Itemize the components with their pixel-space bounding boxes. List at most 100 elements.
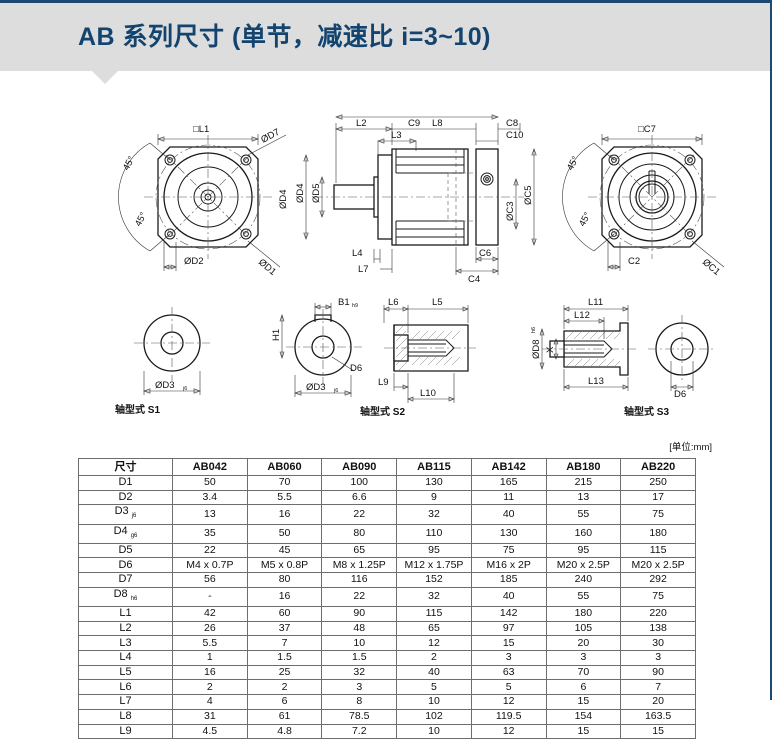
row-label-d5: D5 <box>78 542 173 559</box>
label-d3-sub-s2: j6 <box>333 388 338 394</box>
technical-drawings-area: □L1 ØD7 ØD1 ØD4 45° 45° <box>0 91 770 441</box>
label-angle-bottom: 45° <box>133 210 150 228</box>
cell: 55 <box>545 504 622 525</box>
label-l8: L8 <box>432 118 443 129</box>
cell: 1 <box>172 650 248 666</box>
shaft-type-s2: B1 h9 H1 D6 ØD3 j6 <box>268 295 488 418</box>
label-d7: ØD7 <box>259 127 281 146</box>
row-label-text: L3 <box>119 636 132 649</box>
cell: 3.4 <box>172 489 248 506</box>
cell: M8 x 1.25P <box>321 557 398 574</box>
cell: 116 <box>321 572 398 588</box>
page-title: AB 系列尺寸 (单节，减速比 i=3~10) <box>78 23 491 51</box>
cell: 240 <box>545 572 622 588</box>
label-c7: □C7 <box>638 124 656 135</box>
cell: 15 <box>545 723 622 739</box>
row-label-l3: L3 <box>78 635 173 652</box>
row-label-text: L8 <box>119 710 132 723</box>
cell: 8 <box>321 694 398 710</box>
row-label-text: D1 <box>118 476 133 489</box>
label-l6: L6 <box>388 297 399 308</box>
cell: 115 <box>620 542 696 559</box>
label-d2: ØD2 <box>184 256 204 267</box>
shaft-type-s3: L11 L12 ØD8 h6 X <box>516 295 731 418</box>
cell: 130 <box>396 475 472 491</box>
cell: 130 <box>470 523 547 544</box>
cell: 185 <box>470 572 547 588</box>
cell: 152 <box>396 572 472 588</box>
label-angle-top-rear: 45° <box>565 154 582 172</box>
cell: 138 <box>620 620 696 637</box>
label-b1-sub: h9 <box>352 303 358 309</box>
label-l11: L11 <box>588 297 603 308</box>
header-ab115: AB115 <box>396 458 472 476</box>
cell: 7.2 <box>321 723 398 739</box>
cell: 56 <box>172 572 248 588</box>
cell: 70 <box>246 475 323 491</box>
unit-note: [单位:mm] <box>669 442 712 453</box>
shaft-s3-caption: 轴型式 S3 <box>624 407 670 418</box>
cell: 160 <box>545 523 622 544</box>
row-label-l5: L5 <box>78 664 173 681</box>
cell: 35 <box>172 523 248 544</box>
label-d3-sub-s1: j6 <box>182 386 187 392</box>
cell: 13 <box>172 504 248 525</box>
row-label-d2: D2 <box>78 489 173 506</box>
label-l13: L13 <box>588 376 604 387</box>
header-ab142: AB142 <box>470 458 547 476</box>
cell: 180 <box>620 523 696 544</box>
header-ab060: AB060 <box>246 458 323 476</box>
row-label-text: D5 <box>118 544 133 557</box>
row-label-text: L9 <box>119 724 132 737</box>
cell: 90 <box>620 664 696 681</box>
cell: 154 <box>545 708 622 725</box>
cell: 12 <box>470 694 547 710</box>
row-label-l7: L7 <box>78 694 173 710</box>
cell: 16 <box>246 586 323 608</box>
cell: 115 <box>396 606 472 622</box>
cell: 6 <box>545 679 622 696</box>
cell: 3 <box>620 650 696 666</box>
row-label-l1: L1 <box>78 606 173 622</box>
cell: 95 <box>545 542 622 559</box>
shaft-type-s1: ØD3 j6 轴型式 S1 <box>110 303 240 416</box>
label-c10: C10 <box>506 130 523 141</box>
header-band <box>0 3 770 71</box>
label-l12: L12 <box>574 310 590 321</box>
cell: 102 <box>396 708 472 725</box>
cell: 75 <box>620 586 696 608</box>
cell: 95 <box>396 542 472 559</box>
cell: 100 <box>321 475 398 491</box>
label-c2: C2 <box>628 256 640 267</box>
row-label-d8: D8 h6 <box>78 586 173 608</box>
cell: 22 <box>321 586 398 608</box>
cell: 65 <box>321 542 398 559</box>
cell: 119.5 <box>470 708 547 725</box>
cell: 2 <box>246 679 323 696</box>
label-b1: B1 <box>338 297 350 308</box>
cell: 50 <box>172 475 248 491</box>
cell: 22 <box>172 542 248 559</box>
cell: 13 <box>545 489 622 506</box>
cell: 17 <box>620 489 696 506</box>
cell: M20 x 2.5P <box>545 557 622 574</box>
label-d5: ØD5 <box>311 183 322 203</box>
cell: M5 x 0.8P <box>246 557 323 574</box>
row-label-tolerance: j6 <box>131 513 137 520</box>
row-label-d4: D4 g6 <box>78 523 173 544</box>
header-notch-triangle <box>92 71 118 84</box>
cell: 32 <box>321 664 398 681</box>
header-ab220: AB220 <box>620 458 696 476</box>
cell: 78.5 <box>321 708 398 725</box>
